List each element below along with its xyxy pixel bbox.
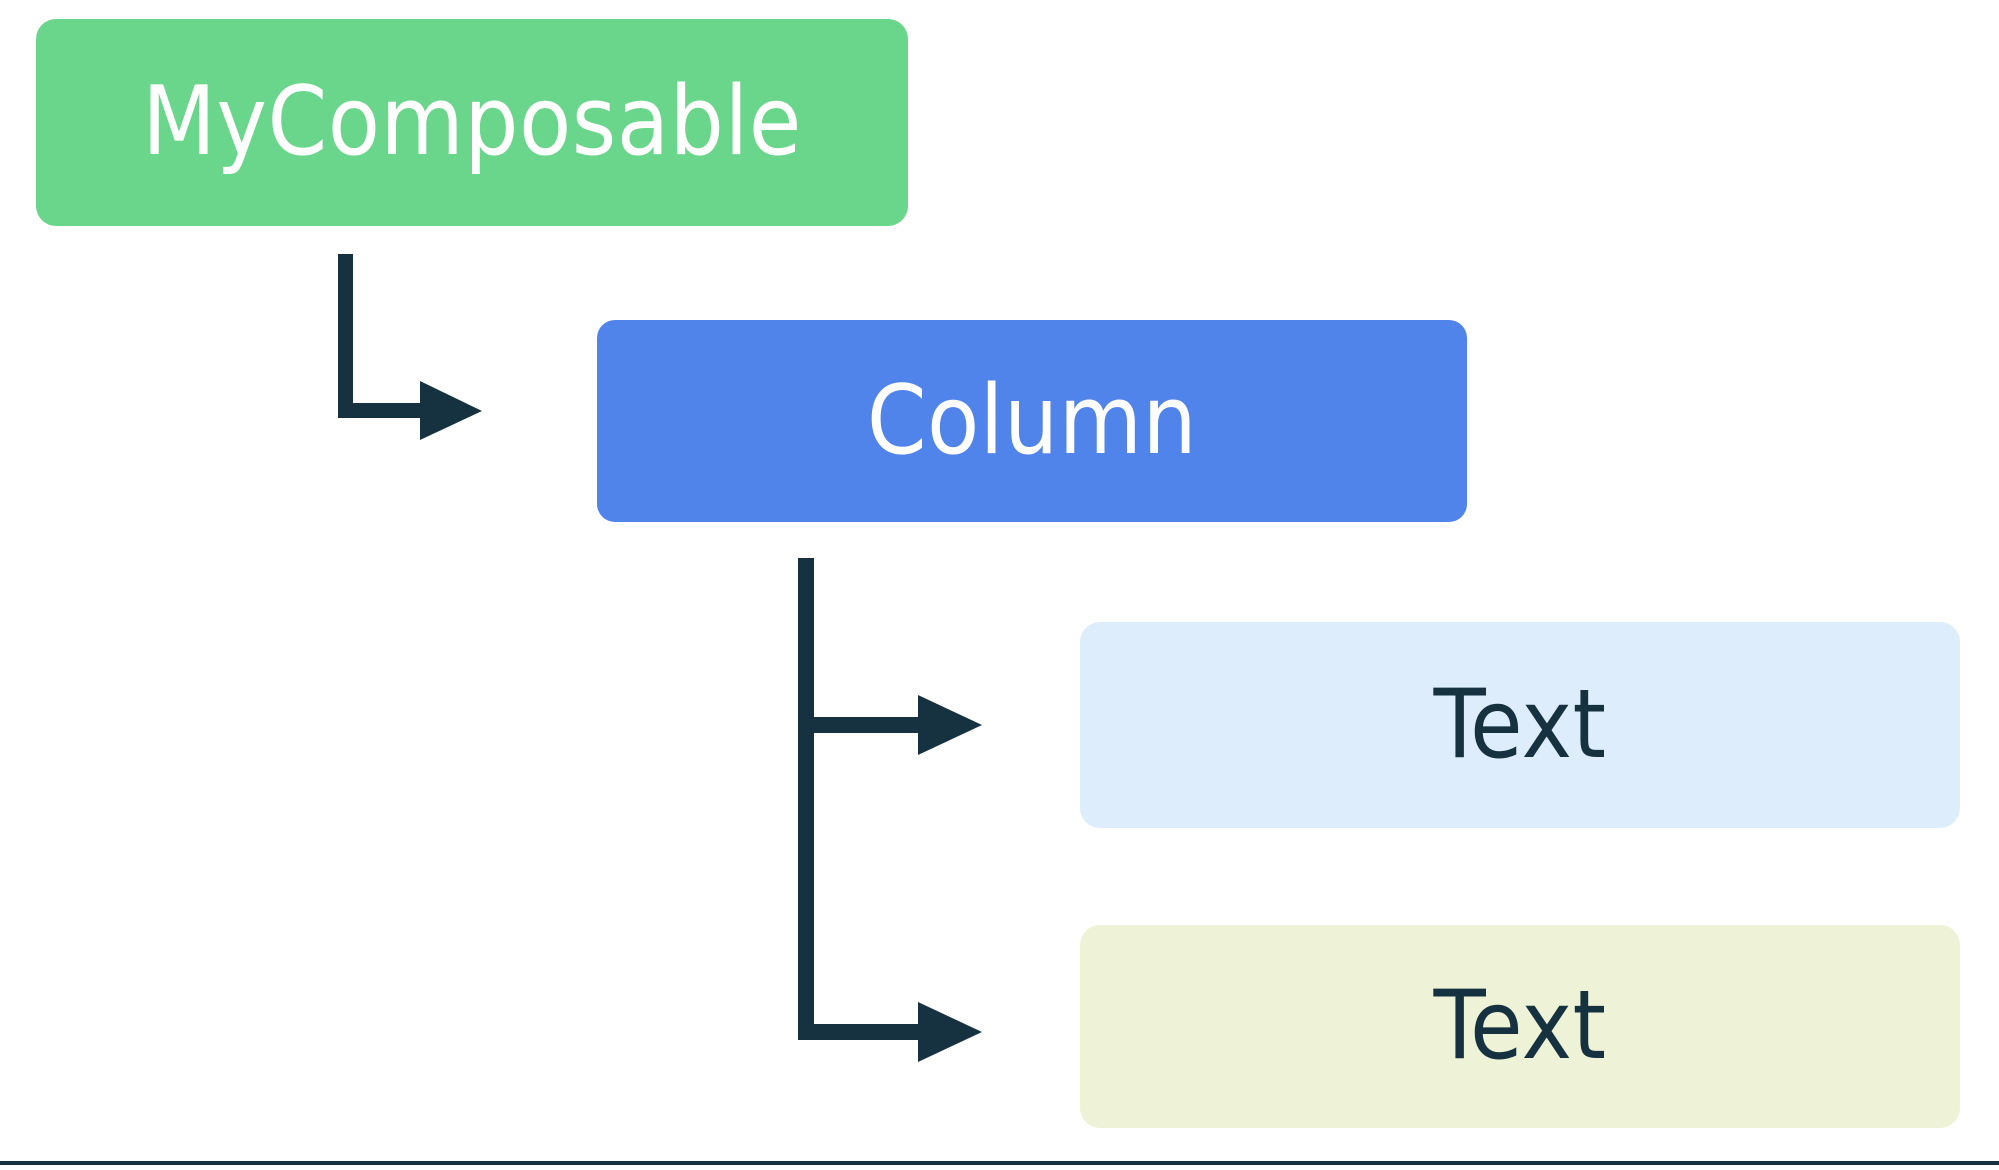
edge-column-to-text-1-arrowhead bbox=[918, 695, 982, 755]
bottom-divider bbox=[0, 1161, 1999, 1165]
edge-root-to-column bbox=[338, 254, 482, 440]
edge-column-trunk bbox=[798, 558, 814, 1040]
node-text-second-label: Text bbox=[1433, 971, 1607, 1081]
edge-root-to-column-elbow bbox=[338, 254, 426, 418]
edge-group-column-children bbox=[798, 558, 982, 1062]
node-mycomposable-label: MyComposable bbox=[142, 67, 802, 177]
edge-column-to-text-2-arrowhead bbox=[918, 1002, 982, 1062]
node-text-first-label: Text bbox=[1433, 669, 1607, 780]
node-mycomposable[interactable]: MyComposable bbox=[36, 19, 908, 226]
node-column-label: Column bbox=[866, 365, 1198, 476]
node-column[interactable]: Column bbox=[597, 320, 1467, 522]
edge-column-to-text-1-stem bbox=[798, 717, 924, 733]
edge-column-to-text-2-stem bbox=[798, 1024, 924, 1040]
node-text-first[interactable]: Text bbox=[1080, 622, 1960, 828]
edge-root-to-column-arrowhead bbox=[420, 381, 482, 440]
node-text-second[interactable]: Text bbox=[1080, 925, 1960, 1128]
